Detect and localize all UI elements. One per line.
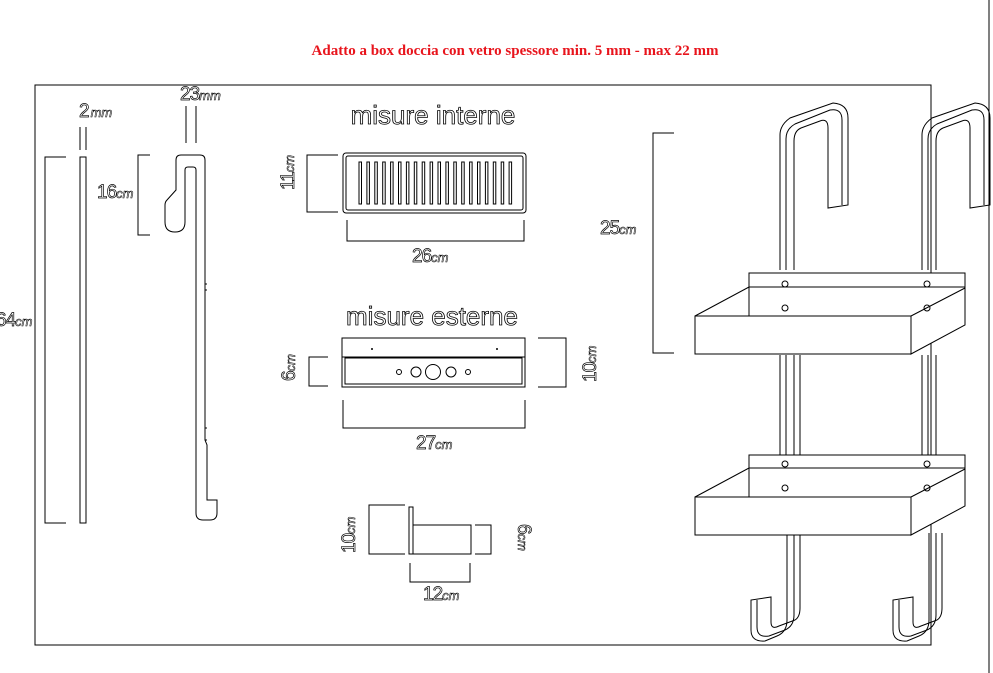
drain-slot xyxy=(382,161,386,205)
dim-bracket-outer-front-height xyxy=(308,356,328,387)
bottom-shelf xyxy=(694,454,966,536)
drain-slot xyxy=(500,161,505,205)
drain-slot xyxy=(405,161,410,205)
screw-dot-right xyxy=(496,348,498,350)
dim-label-hook-width: 23mm xyxy=(180,84,221,105)
top-shelf-screw-3 xyxy=(923,280,931,288)
caddy-isometric-view xyxy=(652,102,991,642)
dim-bracket-inner-width xyxy=(346,220,525,242)
side-view xyxy=(368,504,492,583)
rod-right-top-hook-inner xyxy=(927,109,985,270)
drain-slot xyxy=(477,161,481,205)
hole-small-1 xyxy=(396,369,402,375)
bottom-shelf-screw-3 xyxy=(923,460,931,468)
side-profile-shape xyxy=(408,506,472,555)
outer-title: misure esterne xyxy=(346,301,518,331)
top-shelf-front xyxy=(694,315,912,355)
outer-tray-back xyxy=(341,337,526,388)
dim-bracket-side-height xyxy=(368,504,405,555)
dim-label-side-height: 10cm xyxy=(339,516,360,553)
dim-bracket-total-height xyxy=(44,156,66,524)
drain-slot xyxy=(398,161,402,205)
header-note: Adatto a box doccia con vetro spessore m… xyxy=(311,43,719,59)
bottom-shelf-screw-2 xyxy=(781,484,789,492)
drain-slot xyxy=(484,161,489,205)
rod-left-top-hook-inner xyxy=(785,109,843,270)
drain-slot xyxy=(374,161,378,205)
outer-view xyxy=(308,337,567,429)
drain-slot xyxy=(461,161,465,205)
dim-label-inner-depth: 11cm xyxy=(278,155,299,190)
dim-label-hook-depth: 16cm xyxy=(97,182,134,203)
top-shelf xyxy=(694,272,966,355)
dim-bracket-side-depth xyxy=(409,563,471,583)
dim-label-inner-width: 26cm xyxy=(412,246,449,267)
hole-large xyxy=(425,364,441,380)
dim-bracket-shelf-spacing xyxy=(652,132,674,354)
drain-slot xyxy=(437,161,441,205)
top-shelf-screw-2 xyxy=(781,304,789,312)
top-shelf-screw-1 xyxy=(781,280,789,288)
rod-left-top-hook xyxy=(779,102,849,270)
drain-slot xyxy=(413,161,418,205)
dim-label-total-height: 64cm xyxy=(0,310,33,331)
drain-slot xyxy=(453,161,457,205)
bottom-shelf-screw-4 xyxy=(923,484,931,492)
rod-left-bottom-hook xyxy=(750,533,801,642)
screw-dot-left xyxy=(371,348,373,350)
drain-slots xyxy=(358,161,513,205)
hook-profile xyxy=(164,154,218,521)
rod-left-bottom-hook-inner xyxy=(756,533,795,637)
dim-label-outer-width: 27cm xyxy=(416,433,453,454)
inner-tray-inner xyxy=(345,155,524,211)
hole-small-2 xyxy=(465,369,471,375)
dim-bracket-outer-height xyxy=(538,337,567,388)
dim-label-outer-front-height: 6cm xyxy=(279,354,300,381)
inner-tray-outer xyxy=(342,152,527,214)
rod-right-bottom-hook-inner xyxy=(898,533,937,637)
drain-slot xyxy=(445,161,449,205)
inner-title: misure interne xyxy=(351,100,516,130)
drain-slot xyxy=(366,161,370,205)
dim-label-outer-height: 10cm xyxy=(580,345,601,382)
drain-slot xyxy=(508,161,513,205)
drawing-frame xyxy=(34,84,932,646)
drain-slot xyxy=(358,161,362,205)
bottom-shelf-left-side xyxy=(694,467,750,498)
drain-slot xyxy=(429,161,434,205)
outer-tray-front xyxy=(344,357,523,385)
rod-right-bottom-hook xyxy=(892,533,943,642)
rod-right-top-hook xyxy=(921,102,991,270)
dim-label-shelf-spacing: 25cm xyxy=(600,218,637,239)
drain-slot xyxy=(390,161,394,205)
hole-medium-1 xyxy=(410,366,422,378)
top-shelf-left-side xyxy=(694,286,750,317)
bottom-shelf-front xyxy=(694,496,912,536)
dim-label-side-front-height: 6cm xyxy=(513,524,534,551)
glass-profile-bar xyxy=(79,156,87,524)
dim-label-side-depth: 12cm xyxy=(423,584,460,605)
dim-bracket-hook-depth xyxy=(137,154,150,236)
bottom-shelf-screw-1 xyxy=(781,460,789,468)
inner-view xyxy=(306,152,527,242)
dim-bracket-side-front-height xyxy=(475,524,492,555)
glass-profile-view xyxy=(44,127,87,524)
dim-bracket-inner-depth xyxy=(306,154,338,213)
hole-medium-2 xyxy=(445,366,457,378)
drain-slot xyxy=(421,161,426,205)
top-shelf-screw-4 xyxy=(923,304,931,312)
drain-slot xyxy=(492,161,497,205)
hook-side-view xyxy=(137,106,218,521)
dim-bracket-outer-width xyxy=(342,400,526,429)
drain-slot xyxy=(469,161,473,205)
